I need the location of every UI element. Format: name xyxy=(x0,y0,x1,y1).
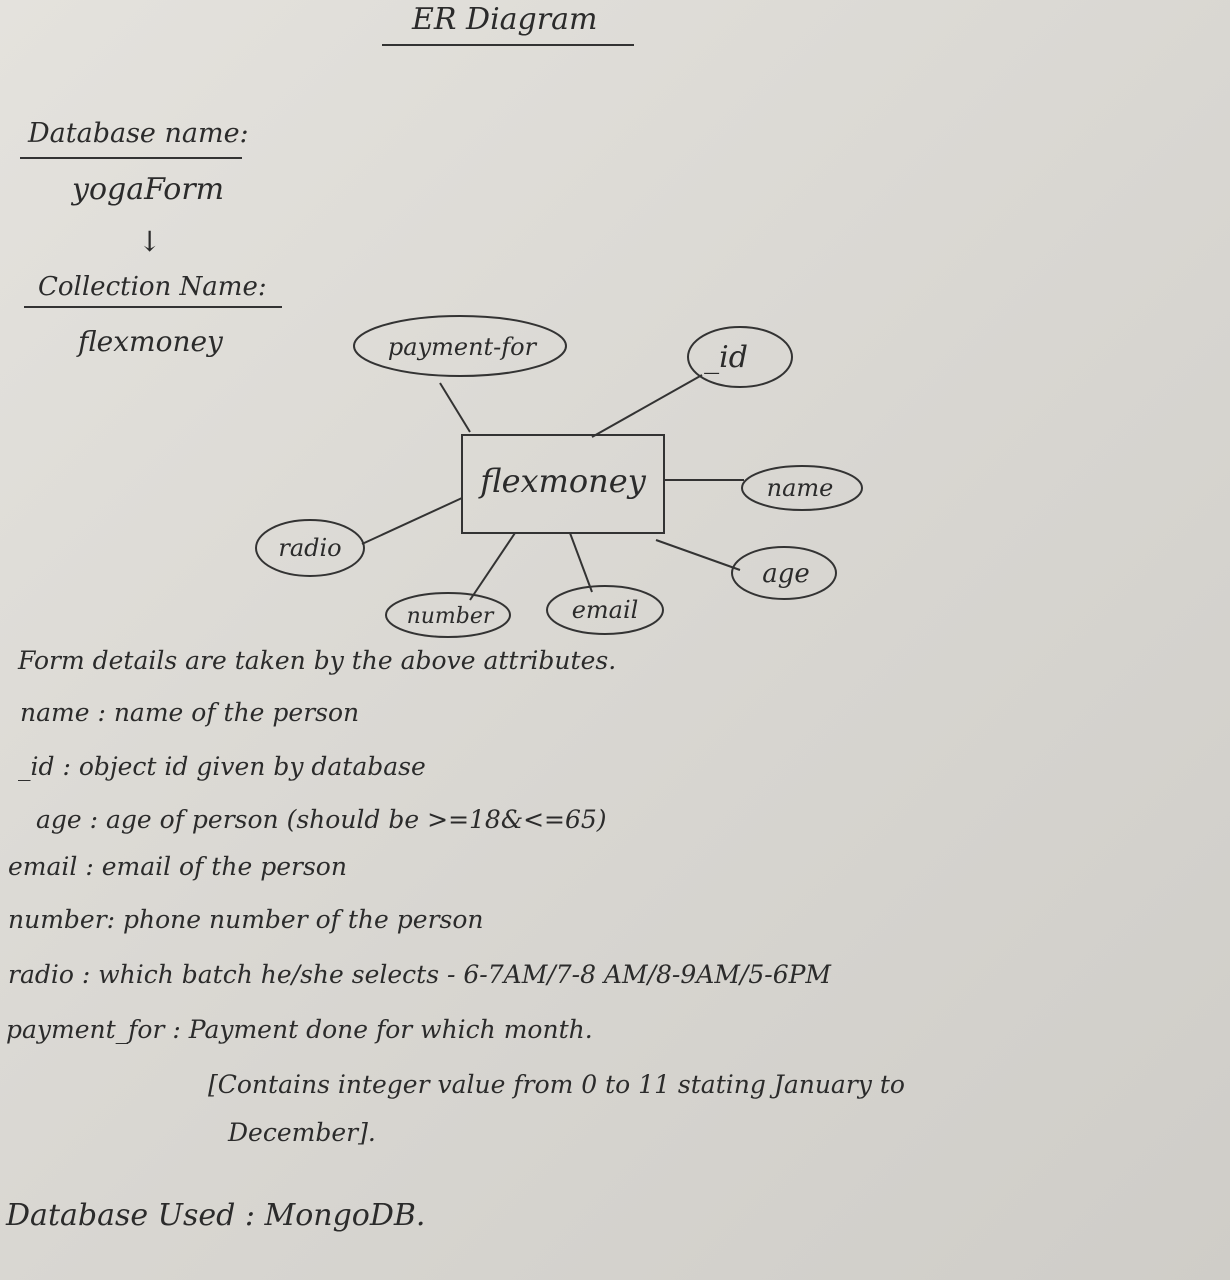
database-label: Database name: xyxy=(28,118,249,149)
note-name: name : name of the person xyxy=(20,698,360,727)
connector-age xyxy=(655,539,741,571)
note-payment-detail-2: December]. xyxy=(228,1118,376,1147)
attribute-payment-for: payment-for xyxy=(388,333,538,361)
collection-label: Collection Name: xyxy=(38,272,267,302)
note-id: _id : object id given by database xyxy=(18,752,426,781)
database-name: yogaForm xyxy=(72,172,225,207)
note-age: age : age of person (should be >=18&<=65… xyxy=(36,805,607,834)
attribute-email: email xyxy=(572,596,639,624)
entity-box xyxy=(461,434,665,534)
connector-id xyxy=(591,374,703,438)
attribute-ellipse-payment-for xyxy=(353,315,567,377)
attribute-age: age xyxy=(762,559,810,589)
note-number: number: phone number of the person xyxy=(8,905,484,934)
collection-name: flexmoney xyxy=(78,325,223,358)
note-email: email : email of the person xyxy=(8,852,347,881)
connector-radio xyxy=(361,497,463,545)
attribute-ellipse-radio xyxy=(255,519,365,577)
connector-payment-for xyxy=(439,382,471,433)
attribute-name: name xyxy=(767,474,834,502)
collection-label-underline xyxy=(24,306,282,308)
attribute-ellipse-email xyxy=(546,585,664,635)
note-payment: payment_for : Payment done for which mon… xyxy=(6,1015,593,1044)
note-radio: radio : which batch he/she selects - 6-7… xyxy=(8,960,832,989)
title-underline xyxy=(382,44,634,46)
database-label-underline xyxy=(20,157,242,159)
attribute-number: number xyxy=(407,604,495,629)
attribute-id: _id xyxy=(704,340,748,375)
down-arrow: ↓ xyxy=(138,225,162,258)
attribute-ellipse-number xyxy=(385,592,511,638)
er-diagram: flexmoney payment-for _id name age email… xyxy=(255,315,863,638)
attribute-ellipse-age xyxy=(731,546,837,600)
attribute-ellipse-name xyxy=(741,465,863,511)
page-title: ER Diagram xyxy=(412,2,598,37)
note-payment-detail-1: [Contains integer value from 0 to 11 sta… xyxy=(208,1070,905,1099)
entity-label: flexmoney xyxy=(478,462,646,500)
connector-email xyxy=(569,532,593,593)
database-used: Database Used : MongoDB. xyxy=(6,1198,426,1233)
attribute-radio: radio xyxy=(278,534,341,562)
attribute-ellipse-id xyxy=(687,326,793,388)
connector-number xyxy=(469,532,516,601)
notes-intro: Form details are taken by the above attr… xyxy=(18,646,617,675)
